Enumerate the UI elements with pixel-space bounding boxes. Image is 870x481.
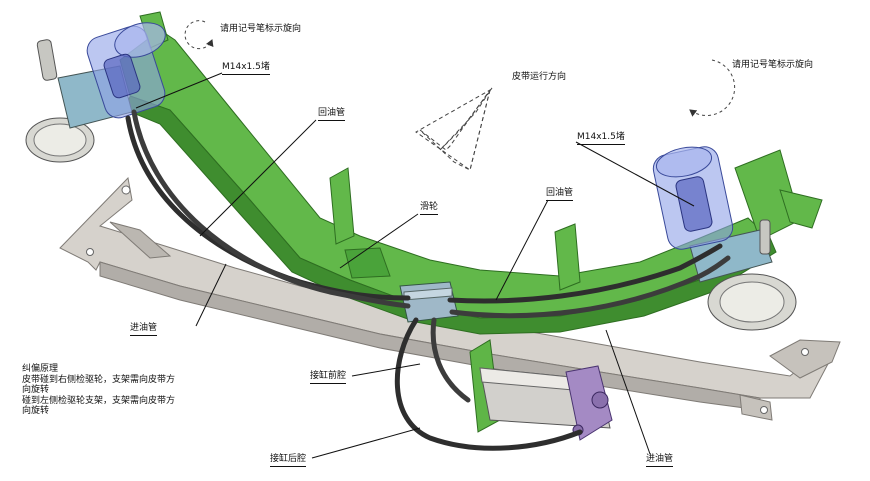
note-line-1: 皮带碰到右侧检驱轮，支架需向皮带方: [22, 374, 176, 385]
note-line-3: 碰到左侧检驱轮支架，支架需向皮带方: [22, 395, 176, 406]
inlet-pipe-label-1: 进油管: [130, 323, 158, 336]
valve-block: [399, 281, 459, 323]
belt-direction-label: 皮带运行方向: [512, 72, 567, 82]
note-line-4: 向旋转: [22, 406, 50, 416]
correction-principle-note: 纠偏原理 皮带碰到右侧检驱轮，支架需向皮带方 向旋转 碰到左侧检驱轮支架，支架需…: [22, 364, 232, 417]
thread-plug-label-left: M14x1.5堵: [222, 62, 270, 75]
note-title: 纠偏原理: [22, 364, 59, 374]
left-rotation-arc-icon: [184, 20, 214, 50]
cylinder-rear-label: 接缸后腔: [270, 454, 307, 467]
return-pipe-label-1: 回油管: [318, 108, 346, 121]
oil-hoses: [125, 109, 731, 451]
rotation-markers: [184, 20, 736, 117]
rotation-note-right: 请用记号笔标示旋向: [732, 60, 814, 70]
left-roller-assembly: [25, 22, 166, 163]
hydraulic-cylinder: [469, 339, 613, 441]
rotation-note-left: 请用记号笔标示旋向: [220, 24, 302, 34]
green-frame: [119, 11, 823, 335]
leader-lines: [135, 72, 695, 459]
thread-plug-label-right: M14x1.5堵: [577, 132, 625, 145]
inlet-pipe-label-2: 进油管: [646, 454, 674, 467]
belt-direction-arrow: [415, 87, 493, 171]
return-pipe-label-2: 回油管: [546, 188, 574, 201]
cylinder-front-label: 接缸前腔: [310, 371, 347, 384]
valve-label: 滑轮: [420, 202, 439, 215]
right-rotation-arc-icon: [689, 59, 736, 117]
note-line-2: 向旋转: [22, 385, 50, 395]
